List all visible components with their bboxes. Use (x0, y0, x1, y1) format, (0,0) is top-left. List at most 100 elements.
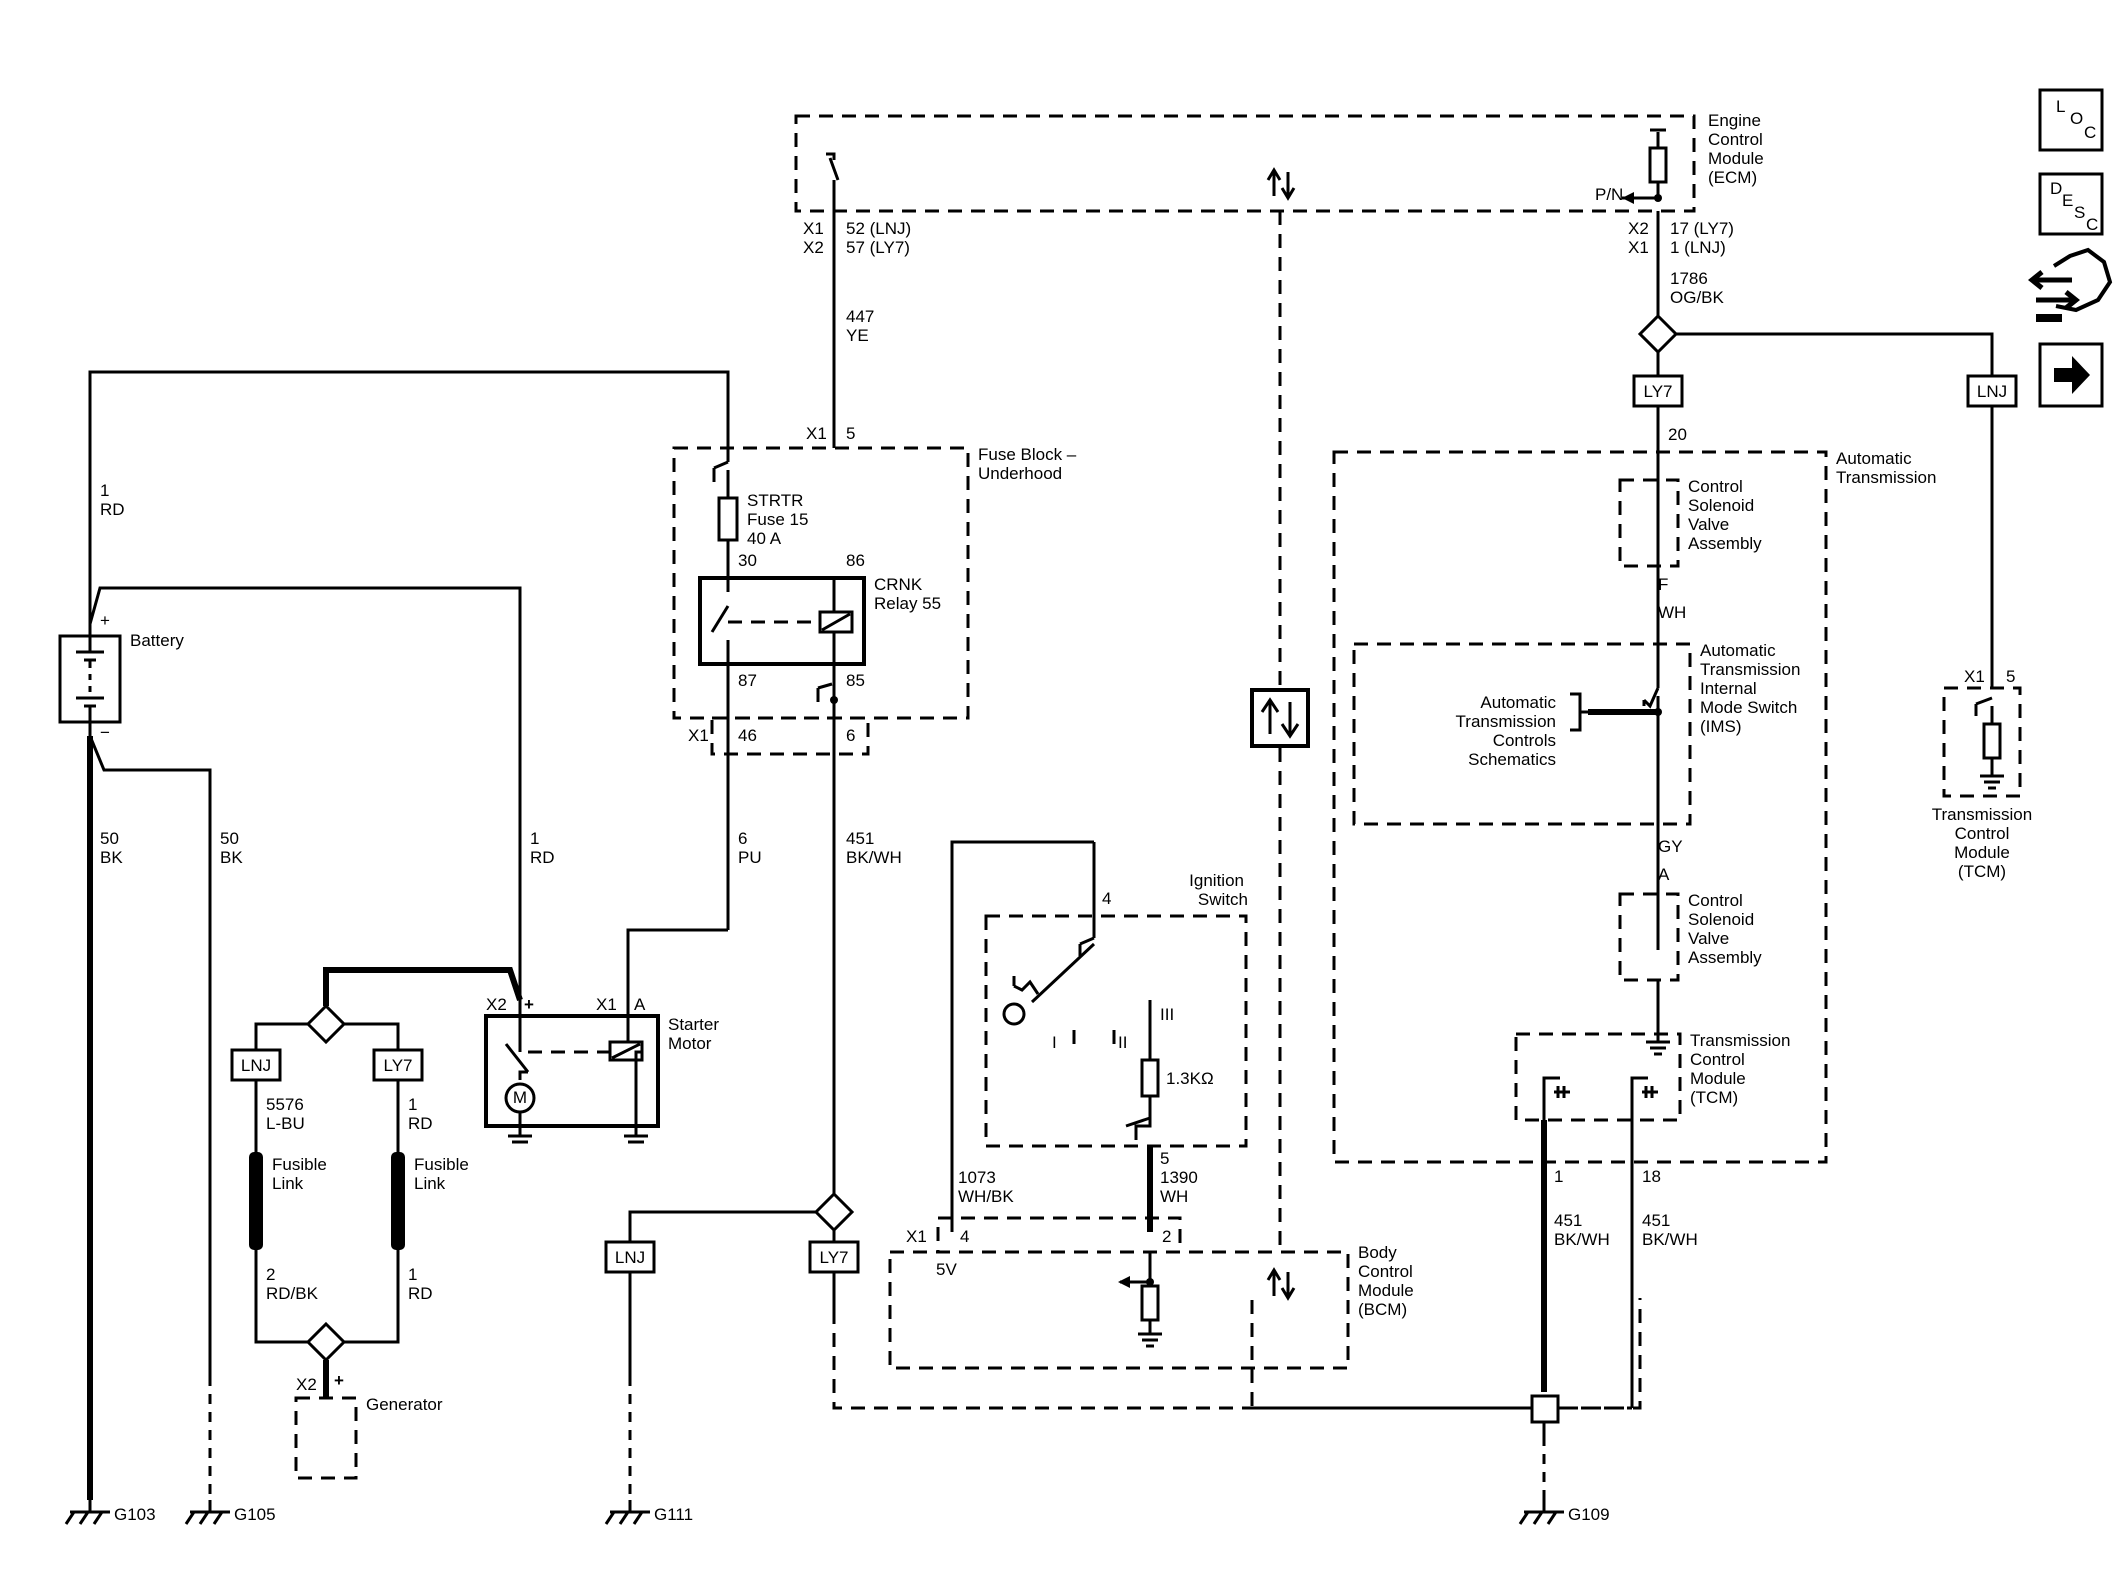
strtr-fuse-label-3: 40 A (747, 529, 782, 548)
conn-lnj-top-label: LNJ (1977, 382, 2007, 401)
ecm-r-x1: X1 (1628, 238, 1649, 257)
wire-6pu-color: PU (738, 848, 762, 867)
serial-data-icon[interactable] (1250, 688, 1310, 748)
loc-button[interactable]: L O C (2038, 88, 2104, 152)
wire-1390-color: WH (1160, 1187, 1188, 1206)
ground-g103[interactable] (64, 1510, 110, 1525)
tcm-inner[interactable] (1514, 1032, 1682, 1122)
csva-2-label-2: Solenoid (1688, 910, 1754, 929)
automatic-transmission[interactable] (1332, 450, 1828, 1164)
svg-text:E: E (2062, 191, 2073, 210)
conn-ly7-mid-label: LY7 (820, 1248, 849, 1267)
starter-motor[interactable] (484, 1010, 660, 1144)
ign-iii: III (1160, 1005, 1174, 1024)
svg-text:S: S (2074, 203, 2085, 222)
tcm-pin-1: 1 (1554, 1167, 1563, 1186)
fuse-x1: X1 (806, 424, 827, 443)
wire-1073-whbk[interactable] (950, 840, 1094, 1232)
wire-1rd-top-color: RD (100, 500, 125, 519)
ground-g109[interactable] (1518, 1510, 1564, 1525)
splice-middle[interactable] (813, 1191, 855, 1233)
body-control-module[interactable] (888, 1250, 1350, 1370)
svg-text:C: C (2084, 123, 2096, 142)
splice-generator-bottom[interactable] (305, 1321, 347, 1363)
generator[interactable] (294, 1396, 358, 1480)
wire-451-bkwh-num: 451 (846, 829, 874, 848)
bcm-label-3: Module (1358, 1281, 1414, 1300)
wire-1-rd-top[interactable] (88, 370, 730, 624)
ignition-switch-label-2: Switch (1198, 890, 1248, 909)
pin-85: 85 (846, 671, 865, 690)
transmission-control-module[interactable] (1942, 686, 2022, 798)
ecm-pin-57: 57 (LY7) (846, 238, 910, 257)
wire-451-b-color: BK/WH (1642, 1230, 1698, 1249)
wire-1-rd-starter[interactable] (88, 586, 522, 1010)
motor-m: M (513, 1088, 527, 1107)
wire-1rd-ly7-color: RD (408, 1114, 433, 1133)
csva-1-label-2: Solenoid (1688, 496, 1754, 515)
bcm-pin-2: 2 (1162, 1227, 1171, 1246)
bcm-x1-connector[interactable] (936, 1216, 1182, 1254)
tcm-inner-label-2: Control (1690, 1050, 1745, 1069)
wire-6-pu[interactable] (626, 928, 728, 1010)
connector-icon[interactable] (2027, 247, 2113, 322)
strtr-fuse-label: STRTR (747, 491, 803, 510)
control-solenoid-valve-2[interactable] (1618, 892, 1680, 982)
automatic-transmission-label-2: Transmission (1836, 468, 1936, 487)
tcm-inner-label: Transmission (1690, 1031, 1790, 1050)
battery-label: Battery (130, 631, 184, 650)
starter-x2: X2 (486, 995, 507, 1014)
wire-447-color: YE (846, 326, 869, 345)
starter-plus: + (524, 995, 534, 1014)
ims-box[interactable] (1352, 642, 1692, 826)
ign-pin-5: 5 (1160, 1149, 1169, 1168)
wire-1073-num: 1073 (958, 1168, 996, 1187)
fuse-block-underhood[interactable] (672, 446, 970, 720)
battery-plus: + (100, 611, 110, 630)
svg-text:L: L (2056, 97, 2065, 116)
wire-1786-color: OG/BK (1670, 288, 1725, 307)
ignition-switch[interactable] (984, 914, 1248, 1148)
svg-text:C: C (2086, 215, 2098, 234)
ground-g105[interactable] (184, 1510, 230, 1525)
at-controls-label-3: Controls (1493, 731, 1556, 750)
at-gy: GY (1658, 837, 1683, 856)
control-solenoid-valve-1[interactable] (1618, 478, 1680, 568)
fuse-pin-5: 5 (846, 424, 855, 443)
splice-top-right[interactable] (1637, 313, 1679, 355)
conn-lnj-top[interactable] (1966, 374, 2018, 408)
next-button[interactable] (2038, 342, 2104, 408)
fusible-link-a[interactable] (249, 1152, 263, 1250)
pin-87: 87 (738, 671, 757, 690)
wire-1rd-top-num: 1 (100, 481, 109, 500)
desc-button[interactable]: D E S C (2038, 172, 2104, 236)
ims-label-3: Internal (1700, 679, 1757, 698)
splice-g109[interactable] (1530, 1394, 1560, 1424)
bcm-pin-4: 4 (960, 1227, 969, 1246)
ims-switch[interactable] (1570, 687, 1662, 950)
wire-5576-num: 5576 (266, 1095, 304, 1114)
tcm-right-pin5: 5 (2006, 667, 2015, 686)
wire-50bk-b-color: BK (220, 848, 243, 867)
splice-generator-top[interactable] (305, 1003, 347, 1045)
at-pin-20: 20 (1668, 425, 1687, 444)
starter-motor-label: Starter (668, 1015, 719, 1034)
wire-447-label: 447 (846, 307, 874, 326)
battery[interactable] (58, 624, 122, 736)
wire-generator-feed[interactable] (323, 967, 523, 1006)
ecm-module[interactable] (794, 114, 1696, 213)
tcm-right-label-3: Module (1954, 843, 2010, 862)
ign-i: I (1052, 1033, 1057, 1052)
bcm-x1: X1 (906, 1227, 927, 1246)
wire-50bk-b-num: 50 (220, 829, 239, 848)
strtr-fuse-15[interactable] (717, 496, 739, 542)
pin-30: 30 (738, 551, 757, 570)
ground-g111[interactable] (604, 1510, 650, 1525)
crnk-relay-55[interactable] (698, 576, 866, 666)
wire-2rdbk-num: 2 (266, 1265, 275, 1284)
bcm-label-4: (BCM) (1358, 1300, 1407, 1319)
fusible-link-b[interactable] (391, 1152, 405, 1250)
fuse-block-x1-connector[interactable] (710, 716, 870, 756)
